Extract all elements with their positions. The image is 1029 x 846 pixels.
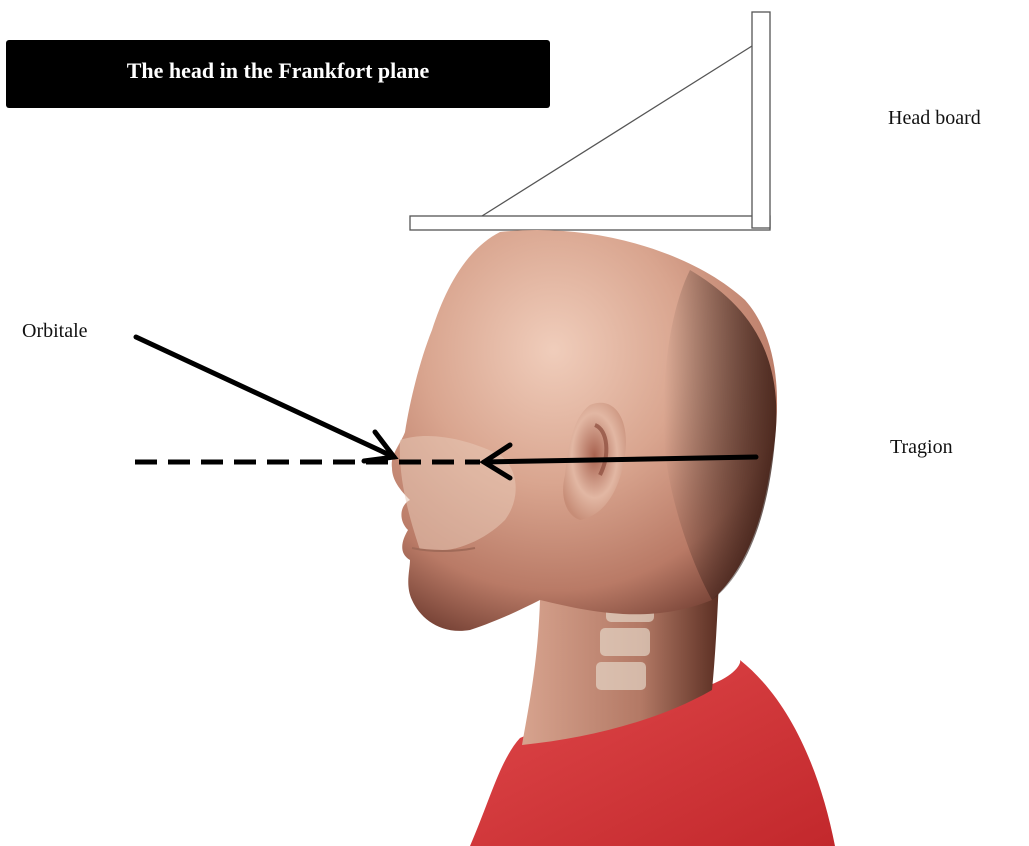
orbitale-arrow	[136, 337, 394, 461]
head-board	[410, 12, 770, 230]
